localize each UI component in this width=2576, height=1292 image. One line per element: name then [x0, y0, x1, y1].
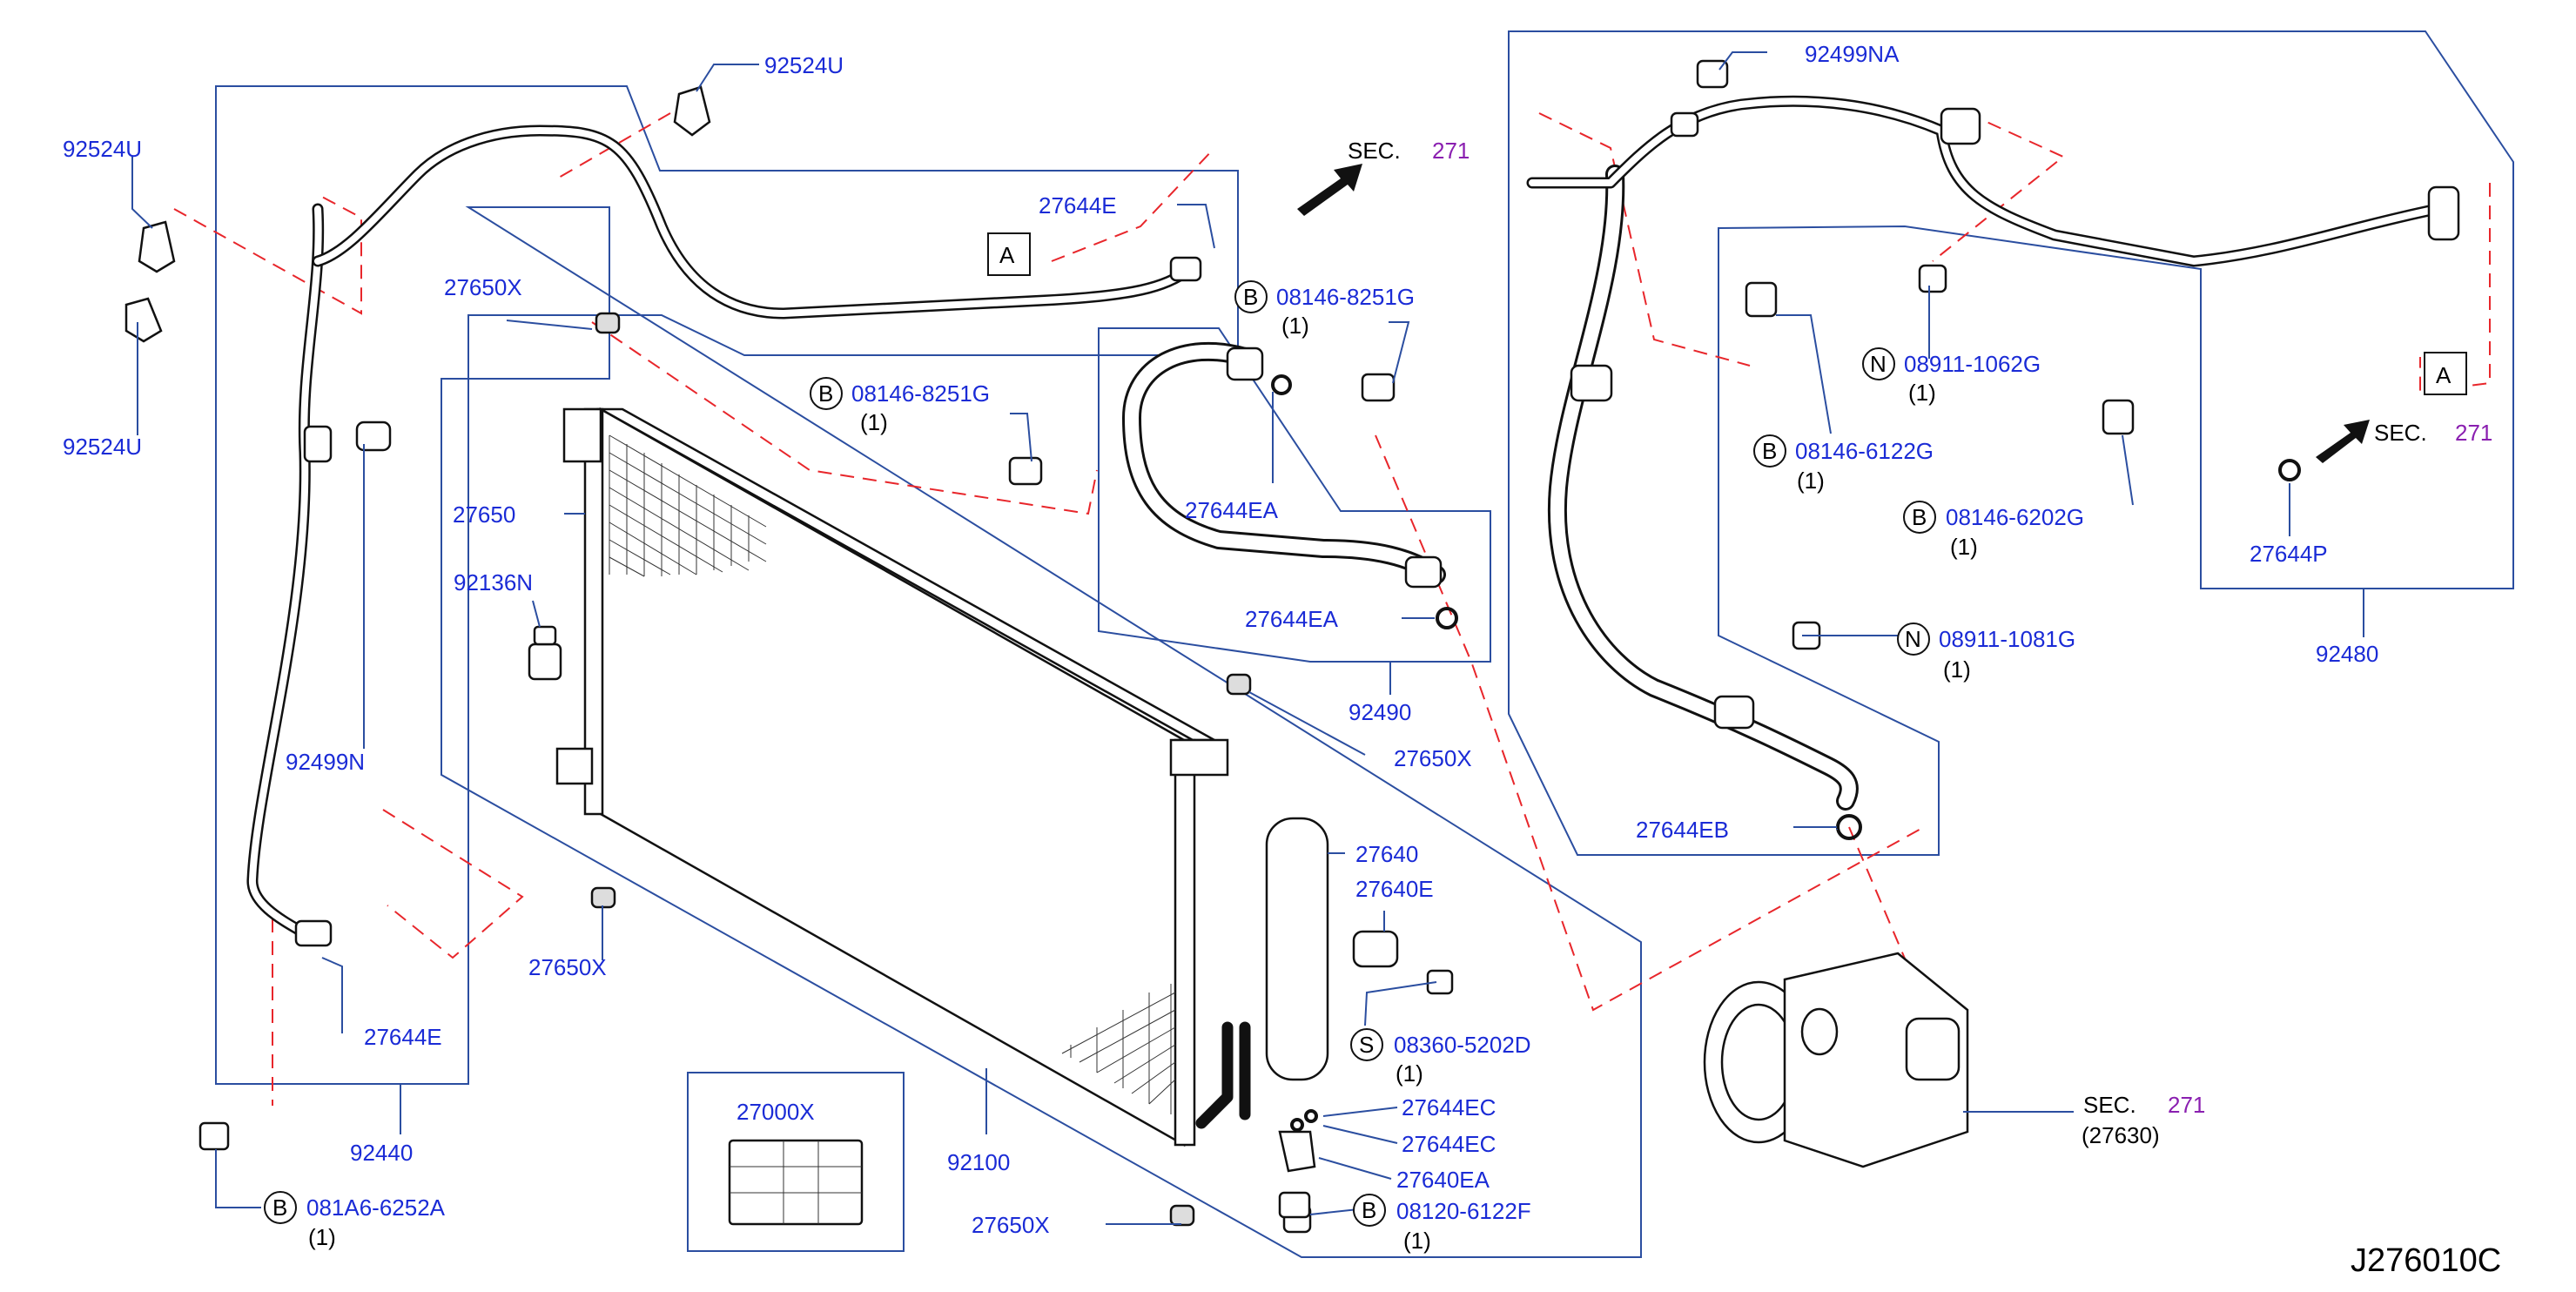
badge-B: B [1912, 504, 1927, 530]
sec-comp-label: SEC. [2083, 1092, 2136, 1118]
dash-92490-comp [1375, 434, 1925, 1012]
badge-B: B [1243, 284, 1258, 310]
label-92524U-top: 92524U [764, 52, 844, 78]
markers: A A B B B B B B N N S [264, 232, 2467, 1227]
frame-92100 [441, 206, 1642, 1258]
badge-B: B [1762, 438, 1777, 464]
qty-08120-6122F: (1) [1403, 1228, 1431, 1254]
badge-N: N [1870, 351, 1887, 377]
hose-92490 [1008, 341, 1458, 629]
label-92100: 92100 [947, 1149, 1010, 1175]
label-92480: 92480 [2316, 641, 2378, 667]
sec-top-number: 271 [1432, 138, 1470, 164]
label-08360-5202D: 08360-5202D [1394, 1032, 1531, 1058]
dash-92499NA-left [1538, 112, 1751, 367]
dashed-guides [173, 112, 2491, 1106]
sec-right-label: SEC. [2374, 420, 2427, 446]
qty-08146-8251G-mid: (1) [860, 409, 888, 435]
label-92440: 92440 [350, 1140, 413, 1166]
label-27630: (27630) [2082, 1122, 2160, 1148]
frame-group [215, 30, 2514, 1258]
bolts [198, 1121, 1311, 1219]
label-92499N: 92499N [286, 749, 365, 775]
frame-27000X [687, 1072, 905, 1252]
label-92524U-left1: 92524U [63, 136, 142, 162]
diagram-code: J276010C [2351, 1242, 2501, 1279]
frame-92480 [1508, 30, 2514, 856]
label-27644EA-2: 27644EA [1245, 606, 1339, 632]
label-08120-6122F: 08120-6122F [1396, 1198, 1531, 1224]
sec-top-label: SEC. [1348, 138, 1401, 164]
clip-icon [124, 297, 163, 343]
label-08146-6202G: 08146-6202G [1946, 504, 2084, 530]
badge-S: S [1359, 1032, 1374, 1058]
label-08146-6122G: 08146-6122G [1795, 438, 1934, 464]
sec-comp-number: 271 [2168, 1092, 2205, 1118]
label-27640E: 27640E [1355, 876, 1434, 902]
label-08911-1081G: 08911-1081G [1939, 626, 2075, 652]
badge-N: N [1905, 626, 1921, 652]
label-27644EC-2: 27644EC [1402, 1131, 1496, 1157]
clip-icon [138, 220, 176, 273]
pipe-92440 [246, 124, 1202, 947]
label-27650X-left: 27650X [528, 954, 607, 980]
dash-92524U-left [173, 195, 362, 315]
arrow-icon [2316, 420, 2370, 463]
qty-08360-5202D: (1) [1396, 1060, 1423, 1087]
label-27644EC-1: 27644EC [1402, 1094, 1496, 1120]
label-27644EB: 27644EB [1636, 817, 1729, 843]
frame-92440 [215, 85, 1239, 1085]
dash-27650X-top [591, 321, 1098, 515]
clips-92524U [124, 85, 711, 343]
hose-92480 [1526, 59, 2460, 840]
label-92490: 92490 [1349, 699, 1411, 725]
label-08911-1062G: 08911-1062G [1904, 351, 2041, 377]
label-27644E-left: 27644E [364, 1024, 442, 1050]
label-27644P: 27644P [2250, 541, 2328, 567]
marker-A-left: A [999, 242, 1015, 268]
qty-08146-6202G: (1) [1950, 534, 1978, 560]
label-27000X: 27000X [736, 1099, 815, 1125]
sec-right-number: 271 [2455, 420, 2492, 446]
badge-B: B [818, 380, 833, 407]
dash-A-left [1051, 147, 1215, 262]
label-081A6-6252A: 081A6-6252A [306, 1194, 446, 1221]
qty-08146-6122G: (1) [1797, 468, 1825, 494]
clip-icon [673, 85, 711, 137]
label-27644E-top: 27644E [1039, 192, 1117, 219]
dash-27644EB-comp [1848, 826, 1942, 1046]
label-27650X-top: 27650X [444, 274, 522, 300]
qty-081A6-6252A: (1) [308, 1224, 336, 1250]
dash-condenser-left [382, 809, 524, 959]
qty-08146-8251G-top: (1) [1281, 313, 1309, 339]
badge-B: B [272, 1194, 287, 1221]
arrows [1297, 164, 2370, 463]
label-92499NA: 92499NA [1805, 41, 1900, 67]
label-plate-27000X [728, 1139, 864, 1226]
label-92524U-left2: 92524U [63, 434, 142, 460]
qty-08911-1081G: (1) [1943, 656, 1971, 683]
label-08146-8251G-top: 08146-8251G [1276, 284, 1415, 310]
badge-B: B [1362, 1197, 1376, 1223]
label-92136N: 92136N [454, 569, 533, 596]
label-27640: 27640 [1355, 841, 1418, 867]
label-27650: 27650 [453, 501, 515, 528]
marker-A-right-box [2424, 352, 2467, 395]
condenser-27650 [555, 312, 1252, 1227]
label-08146-8251G-mid: 08146-8251G [851, 380, 990, 407]
label-27644EA-1: 27644EA [1185, 497, 1279, 523]
marker-A-left-box [987, 232, 1031, 276]
labels: 92524U 92524U 92524U 27650X 27650 92136N… [63, 41, 2501, 1279]
leaders [131, 51, 2364, 1225]
compressor [1703, 952, 1969, 1168]
label-27650X-bottom: 27650X [972, 1212, 1050, 1238]
label-27640EA: 27640EA [1396, 1167, 1490, 1193]
marker-A-right: A [2436, 362, 2452, 388]
dash-92499NA-right [1932, 112, 2065, 262]
qty-08911-1062G: (1) [1908, 380, 1936, 406]
label-27650X-right: 27650X [1394, 745, 1472, 771]
arrow-icon [1297, 164, 1362, 216]
sensor-92136N [528, 625, 562, 681]
